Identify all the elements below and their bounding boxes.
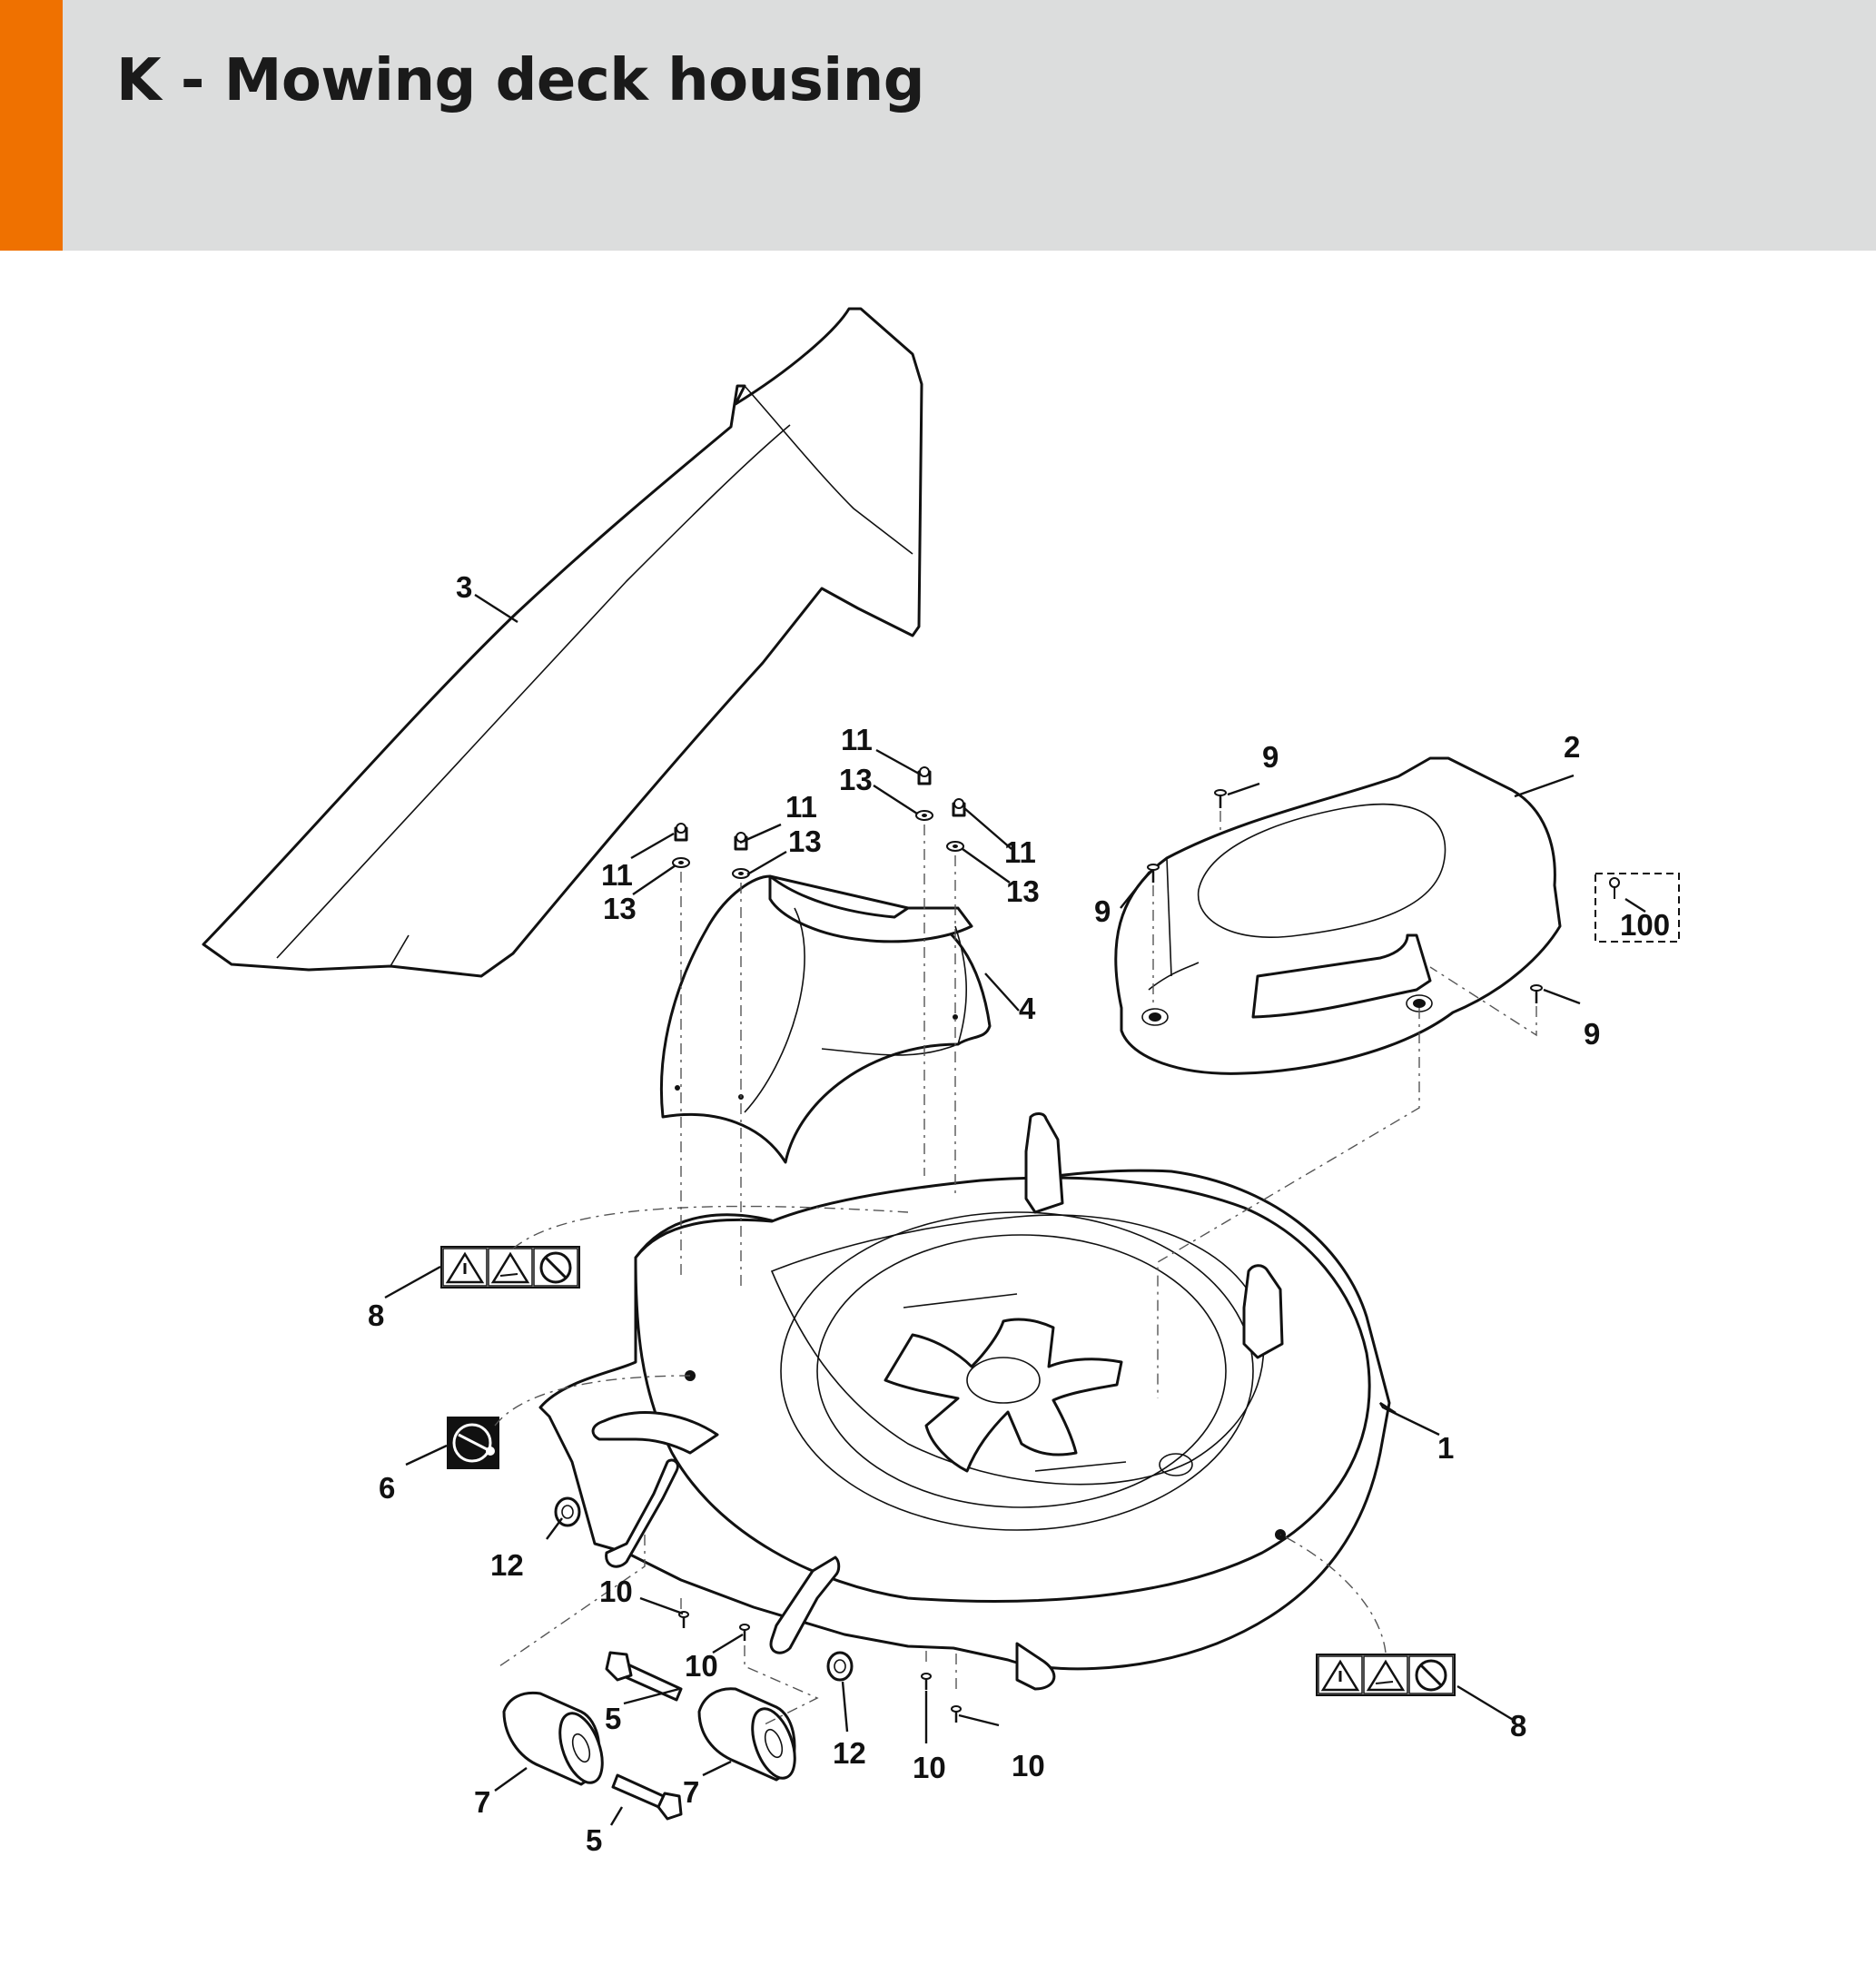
orange-accent-bar xyxy=(0,0,63,251)
warning-decal-part-8b xyxy=(1316,1654,1456,1696)
callout-1: 1 xyxy=(1437,1431,1454,1465)
callout-12b: 12 xyxy=(833,1736,866,1770)
screw-10b xyxy=(739,1624,750,1641)
screw-10c xyxy=(921,1673,932,1690)
deck-housing-part-1 xyxy=(538,1112,1391,1691)
blade-decal-part-6 xyxy=(447,1417,499,1469)
callout-4: 4 xyxy=(1019,992,1036,1025)
fasteners xyxy=(672,766,1543,1723)
thrown-objects-warning-icon xyxy=(490,1251,530,1284)
callout-13d: 13 xyxy=(1006,874,1040,908)
callout-11b: 11 xyxy=(785,790,817,824)
callout-10b: 10 xyxy=(685,1649,718,1683)
screw-10a xyxy=(678,1611,689,1628)
callout-8b: 8 xyxy=(1510,1709,1526,1743)
screw-9c xyxy=(1530,984,1543,1003)
callout-10c: 10 xyxy=(913,1751,946,1784)
screw-9a xyxy=(1214,789,1227,808)
callout-13a: 13 xyxy=(603,892,637,925)
nut-part-12b xyxy=(826,1651,854,1682)
callout-9c: 9 xyxy=(1584,1017,1600,1051)
callout-9a: 9 xyxy=(1262,740,1279,774)
callout-7a: 7 xyxy=(474,1785,490,1819)
callout-13c: 13 xyxy=(839,763,873,796)
callout-3: 3 xyxy=(456,570,472,604)
warning-decal-part-8a xyxy=(440,1246,580,1289)
washer-13b xyxy=(732,868,750,879)
blade-direction-icon xyxy=(452,1423,492,1463)
drive-cover-part-2 xyxy=(1114,756,1562,1075)
callout-labels: 1 2 3 4 5 5 6 7 7 8 8 9 9 9 10 10 10 10 … xyxy=(368,570,1670,1857)
leader-lines xyxy=(384,593,1646,1826)
washer-13d xyxy=(946,841,964,852)
callout-6: 6 xyxy=(379,1471,395,1505)
screw-10d xyxy=(951,1705,962,1723)
callout-13b: 13 xyxy=(788,825,822,858)
callout-12a: 12 xyxy=(490,1548,524,1582)
axle-bolt-part-5a xyxy=(605,1651,683,1702)
callout-10d: 10 xyxy=(1012,1749,1045,1782)
washer-13a xyxy=(672,857,690,868)
callout-11a: 11 xyxy=(601,858,633,892)
alignment-lines xyxy=(494,811,1537,1726)
callout-8a: 8 xyxy=(368,1298,384,1332)
wheel-part-7b xyxy=(697,1687,796,1782)
washer-13c xyxy=(915,810,933,821)
wheel-part-7a xyxy=(502,1691,604,1786)
callout-9b: 9 xyxy=(1094,894,1111,928)
callout-11c: 11 xyxy=(841,723,873,756)
cap-nut-11d xyxy=(952,798,966,817)
cap-nut-11a xyxy=(674,823,688,842)
axle-bolt-part-5b xyxy=(611,1773,683,1821)
screw-9b xyxy=(1147,864,1160,883)
no-hands-icon xyxy=(539,1251,572,1284)
callout-2: 2 xyxy=(1564,730,1580,764)
callout-10a: 10 xyxy=(599,1575,633,1608)
header-band xyxy=(0,0,1876,251)
callout-11d: 11 xyxy=(1004,835,1036,869)
grass-chute-part-3 xyxy=(202,307,923,978)
cap-nut-11c xyxy=(917,766,932,785)
rear-baffle-part-4 xyxy=(659,874,992,1164)
warning-triangle-icon xyxy=(445,1251,485,1284)
callout-100: 100 xyxy=(1620,908,1670,942)
callout-5b: 5 xyxy=(586,1823,602,1857)
page-title: K - Mowing deck housing xyxy=(116,47,925,114)
callout-7b: 7 xyxy=(683,1775,699,1809)
callout-5a: 5 xyxy=(605,1702,621,1735)
